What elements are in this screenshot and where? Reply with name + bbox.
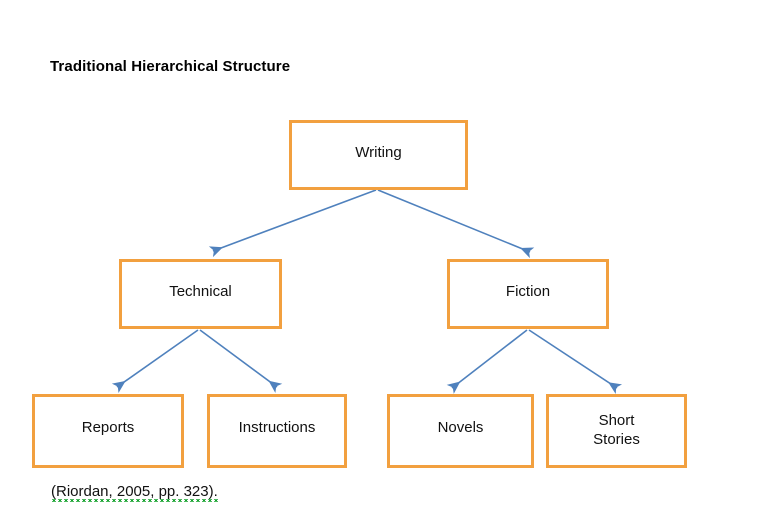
edge-writing-technical [208,189,377,258]
node-novels[interactable]: Novels [387,394,534,468]
page-title: Traditional Hierarchical Structure [50,58,291,75]
node-reports-label: Reports [81,419,135,436]
node-short-stories[interactable]: Short Stories [546,394,687,468]
edge-technical-reports [111,329,199,393]
node-instructions-label: Instructions [238,419,316,436]
edge-fiction-short-stories [528,329,623,395]
node-fiction-label: Fiction [505,283,551,300]
source-citation: (Riordan, 2005, pp. 323). [51,483,218,500]
node-reports[interactable]: Reports [32,394,184,468]
node-technical-label: Technical [169,283,232,300]
edge-writing-fiction [377,189,535,259]
node-writing-label: Writing [355,144,402,161]
node-fiction[interactable]: Fiction [447,259,609,329]
node-short-stories-label: Short Stories [593,412,640,448]
edge-fiction-novels [446,329,528,394]
edge-technical-instructions [199,329,283,393]
node-novels-label: Novels [437,419,484,436]
node-writing[interactable]: Writing [289,120,468,190]
node-instructions[interactable]: Instructions [207,394,347,468]
node-technical[interactable]: Technical [119,259,282,329]
